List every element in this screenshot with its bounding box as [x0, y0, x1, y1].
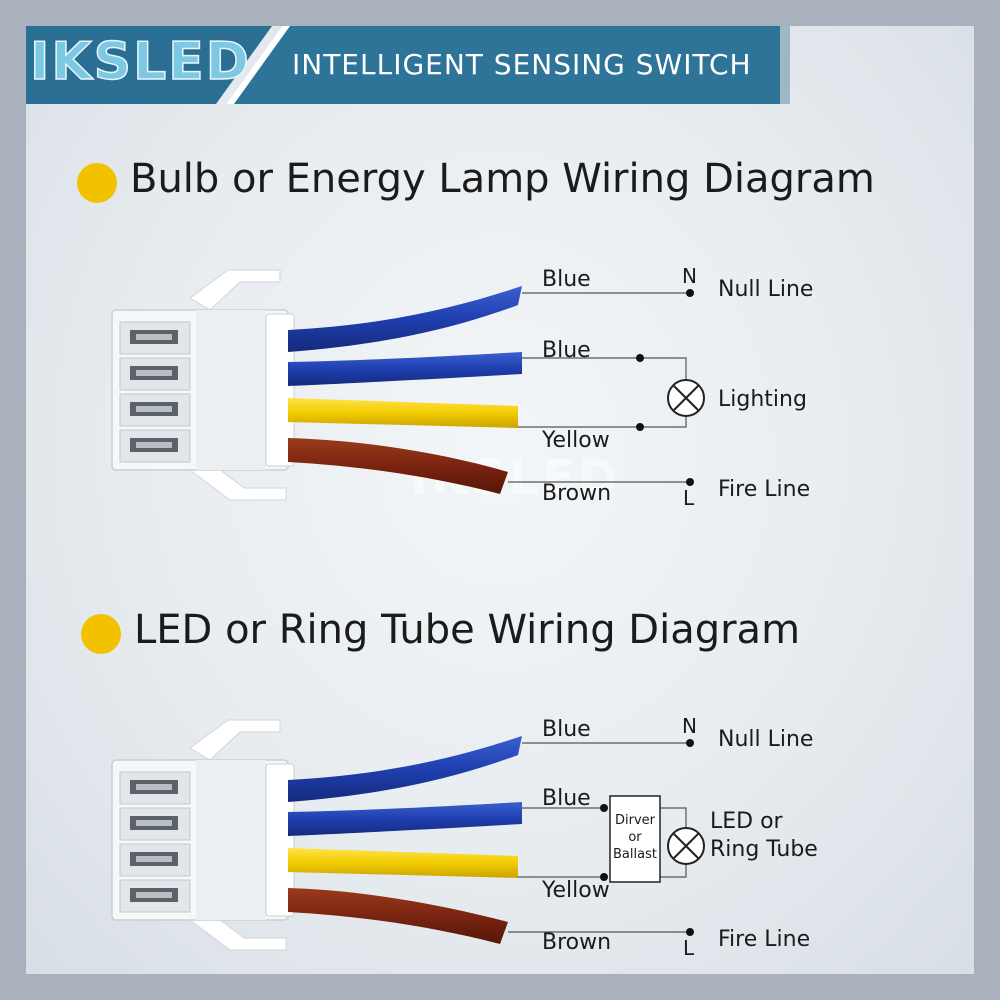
circuit-lines-1	[508, 292, 690, 483]
wire-label-brown: Brown	[542, 930, 612, 955]
wire-label-brown: Brown	[542, 481, 612, 506]
brand-logo: IKSLED	[29, 31, 251, 93]
bullet-icon	[81, 614, 121, 654]
header-banner	[26, 26, 790, 104]
terminal-n: N	[682, 714, 697, 738]
terminal-l: L	[683, 486, 695, 510]
wires-2	[288, 736, 522, 944]
null-line-label: Null Line	[718, 277, 814, 302]
connector-1	[111, 269, 295, 501]
lamp-icon	[667, 379, 705, 417]
terminal-l: L	[683, 936, 695, 960]
junction-dots-2	[600, 739, 694, 936]
driver-box-label: Dirver or Ballast	[610, 812, 660, 863]
led-tube-icon	[667, 827, 705, 865]
driver-box-line: Ballast	[613, 847, 657, 862]
wire-label-blue: Blue	[542, 786, 591, 811]
wire-label-blue: Blue	[542, 338, 591, 363]
circuit-lines-2	[508, 742, 690, 933]
wire-label-blue: Blue	[542, 267, 591, 292]
driver-box	[609, 795, 661, 883]
wire-label-blue: Blue	[542, 717, 591, 742]
wire-label-yellow: Yellow	[542, 878, 610, 903]
fire-line-label: Fire Line	[718, 477, 811, 502]
wire-label-yellow: Yellow	[542, 428, 610, 453]
junction-dots-1	[636, 289, 694, 486]
wires-1	[288, 286, 522, 494]
banner-title: INTELLIGENT SENSING SWITCH	[292, 48, 752, 81]
bullet-icon	[77, 163, 117, 203]
led-ring-label-line: Ring Tube	[710, 837, 818, 862]
null-line-label: Null Line	[718, 727, 814, 752]
led-ring-label: LED or Ring Tube	[710, 808, 818, 864]
connector-2	[111, 719, 295, 951]
driver-box-line: or	[628, 830, 642, 845]
lighting-label: Lighting	[718, 387, 807, 412]
driver-box-line: Dirver	[614, 813, 655, 828]
section-title-bulb: Bulb or Energy Lamp Wiring Diagram	[130, 156, 875, 202]
section-title-led: LED or Ring Tube Wiring Diagram	[134, 607, 801, 653]
led-ring-label-line: LED or	[710, 809, 783, 834]
terminal-n: N	[682, 264, 697, 288]
fire-line-label: Fire Line	[718, 927, 811, 952]
